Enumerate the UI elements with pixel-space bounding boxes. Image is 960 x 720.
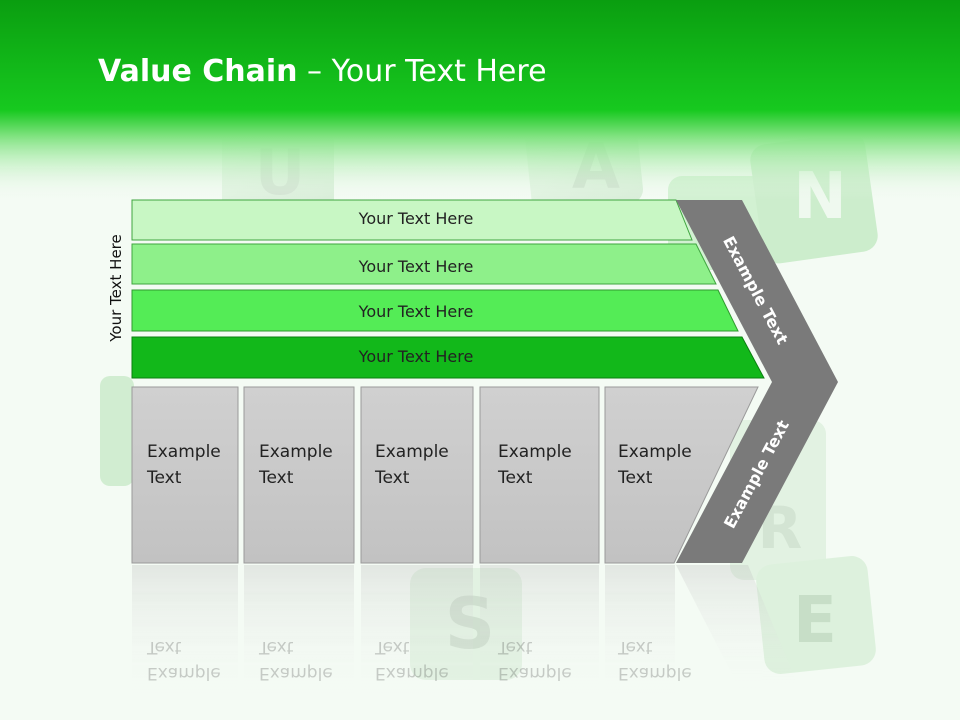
box-2-reflection-line2: Text — [259, 637, 294, 657]
box-4 — [479, 386, 600, 564]
box-3-reflection: Example Text — [375, 634, 449, 686]
box-2-reflection: Example Text — [259, 634, 333, 686]
box-3 — [360, 386, 474, 564]
box-4-line2: Text — [498, 468, 533, 488]
bar-2 — [131, 243, 717, 285]
box-3-reflection-line2: Text — [375, 637, 410, 657]
box-4-reflection: Example Text — [498, 634, 572, 686]
box-1-line1: Example — [147, 442, 221, 462]
slide-title: Value Chain – Your Text Here — [98, 54, 547, 89]
box-3-line2: Text — [375, 468, 410, 488]
box-5-line2: Text — [618, 468, 653, 488]
box-1-reflection-line2: Text — [147, 637, 182, 657]
bar-2-label: Your Text Here — [358, 257, 474, 276]
chevron: Example Text Example Text — [676, 200, 838, 563]
title-rest: – Your Text Here — [297, 54, 547, 89]
box-5 — [604, 386, 759, 564]
chevron-upper — [676, 200, 838, 382]
bar-4 — [131, 336, 765, 379]
header-band — [0, 0, 960, 200]
title-bold: Value Chain — [98, 54, 298, 89]
box-1-line2: Text — [147, 468, 182, 488]
box-2 — [243, 386, 355, 564]
bar-1-label: Your Text Here — [358, 209, 474, 228]
svg-text:E: E — [793, 584, 837, 658]
box-5-reflection-line1: Example — [618, 663, 692, 683]
bar-4-label: Your Text Here — [358, 347, 474, 366]
box-4-reflection-line2: Text — [498, 637, 533, 657]
box-1-reflection-line1: Example — [147, 663, 221, 683]
box-4-reflection-line1: Example — [498, 663, 572, 683]
box-1-reflection: Example Text — [147, 634, 221, 686]
box-4-text: Example Text — [498, 439, 572, 491]
box-4-line1: Example — [498, 442, 572, 462]
box-2-line2: Text — [259, 468, 294, 488]
box-5-text: Example Text — [618, 439, 692, 491]
box-5-line1: Example — [618, 442, 692, 462]
boxes-reflection — [132, 565, 800, 695]
boxes-group — [131, 386, 759, 564]
bar-3 — [131, 289, 739, 332]
chevron-lower — [676, 382, 838, 563]
box-5-reflection: Example Text — [618, 634, 692, 686]
box-2-reflection-line1: Example — [259, 663, 333, 683]
box-3-reflection-line1: Example — [375, 663, 449, 683]
bar-3-label: Your Text Here — [358, 302, 474, 321]
bar-1 — [131, 199, 693, 241]
box-3-line1: Example — [375, 442, 449, 462]
vertical-label: Your Text Here — [107, 234, 125, 342]
box-1 — [131, 386, 239, 564]
box-5-reflection-line2: Text — [618, 637, 653, 657]
box-1-text: Example Text — [147, 439, 221, 491]
box-2-text: Example Text — [259, 439, 333, 491]
box-3-text: Example Text — [375, 439, 449, 491]
bars-group: Your Text Here Your Text Here Your Text … — [131, 199, 765, 379]
box-2-line1: Example — [259, 442, 333, 462]
